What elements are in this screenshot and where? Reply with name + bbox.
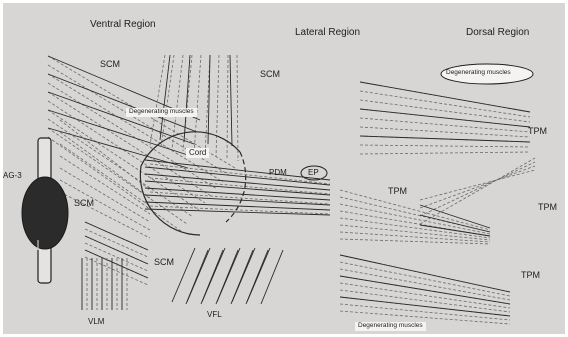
tpm-fiber-middle: [340, 190, 490, 230]
scm-fiber-top: [237, 55, 238, 161]
scm-fiber-lower: [85, 250, 148, 278]
lateral-region-title: Lateral Region: [295, 28, 360, 38]
tpm-label-1: TPM: [528, 127, 547, 136]
ag-label: AG-3: [3, 172, 22, 180]
dorsal-region-title: Dorsal Region: [466, 28, 529, 38]
scm-label-4: SCM: [154, 258, 174, 267]
ep-label: EP: [308, 169, 319, 177]
scm-fiber-upper: [48, 65, 229, 175]
tpm-fiber-lower: [340, 262, 510, 296]
scm-label-3: SCM: [74, 199, 94, 208]
tpm-label-4: TPM: [521, 271, 540, 280]
tpm-label-3: TPM: [538, 203, 557, 212]
vlm-label: VLM: [88, 318, 104, 326]
tpm-fiber-upper: [360, 136, 530, 142]
pdm-fiber: [150, 178, 330, 194]
tpm-fiber-middle: [420, 166, 535, 208]
scm-fiber-upper: [48, 110, 199, 210]
tpm-fiber-middle: [340, 239, 490, 244]
scm-fiber-top: [227, 55, 228, 159]
vfl-label: VFL: [207, 311, 222, 319]
scm-fiber-top: [194, 55, 201, 153]
tpm-fiber-upper: [360, 109, 530, 127]
tpm-fiber-middle: [420, 205, 490, 228]
tpm-label-2: TPM: [388, 187, 407, 196]
scm-fiber-lower: [85, 236, 148, 264]
tpm-fiber-upper: [360, 100, 530, 122]
tpm-fiber-lower: [340, 290, 510, 312]
scm-fiber-top: [160, 55, 170, 140]
tpm-fiber-upper: [360, 145, 530, 147]
scm-fiber-upper: [48, 74, 197, 132]
scm-fiber-lower: [85, 222, 148, 250]
scm-fiber-top: [216, 55, 219, 157]
tpm-fiber-middle: [340, 232, 490, 242]
ventral-region-title: Ventral Region: [90, 20, 156, 30]
tpm-fiber-upper: [360, 127, 530, 137]
scm-fiber-lower: [85, 243, 148, 271]
vfl-fiber: [172, 248, 195, 302]
tpm-fiber-upper: [360, 118, 530, 132]
scm-label-2: SCM: [260, 70, 280, 79]
degenerating-label-dorsal: Degenerating muscles: [446, 70, 511, 77]
ag-ganglion: [22, 177, 68, 249]
scm-fiber-upper: [48, 110, 191, 156]
pdm-label: PDM: [269, 169, 287, 177]
scm-fiber-top: [208, 55, 210, 144]
scm-fiber-left: [60, 168, 150, 222]
tpm-fiber-upper: [360, 82, 530, 112]
tpm-fiber-middle: [420, 215, 490, 232]
tpm-fiber-middle: [420, 162, 535, 216]
scm-fiber-lower: [85, 257, 148, 285]
scm-fiber-top: [230, 55, 232, 146]
cord-label: Cord: [186, 148, 209, 158]
tpm-fiber-middle: [340, 204, 490, 234]
tpm-fiber-middle: [420, 158, 535, 224]
tpm-fiber-upper: [360, 152, 530, 154]
scm-fiber-lower: [85, 229, 148, 257]
tpm-fiber-middle: [420, 170, 535, 200]
degenerating-label-ventral: Degenerating muscles: [126, 108, 197, 117]
tpm-fiber-upper: [360, 91, 530, 117]
scm-label-1: SCM: [100, 60, 120, 69]
degenerating-label-bottom: Degenerating muscles: [355, 322, 426, 331]
